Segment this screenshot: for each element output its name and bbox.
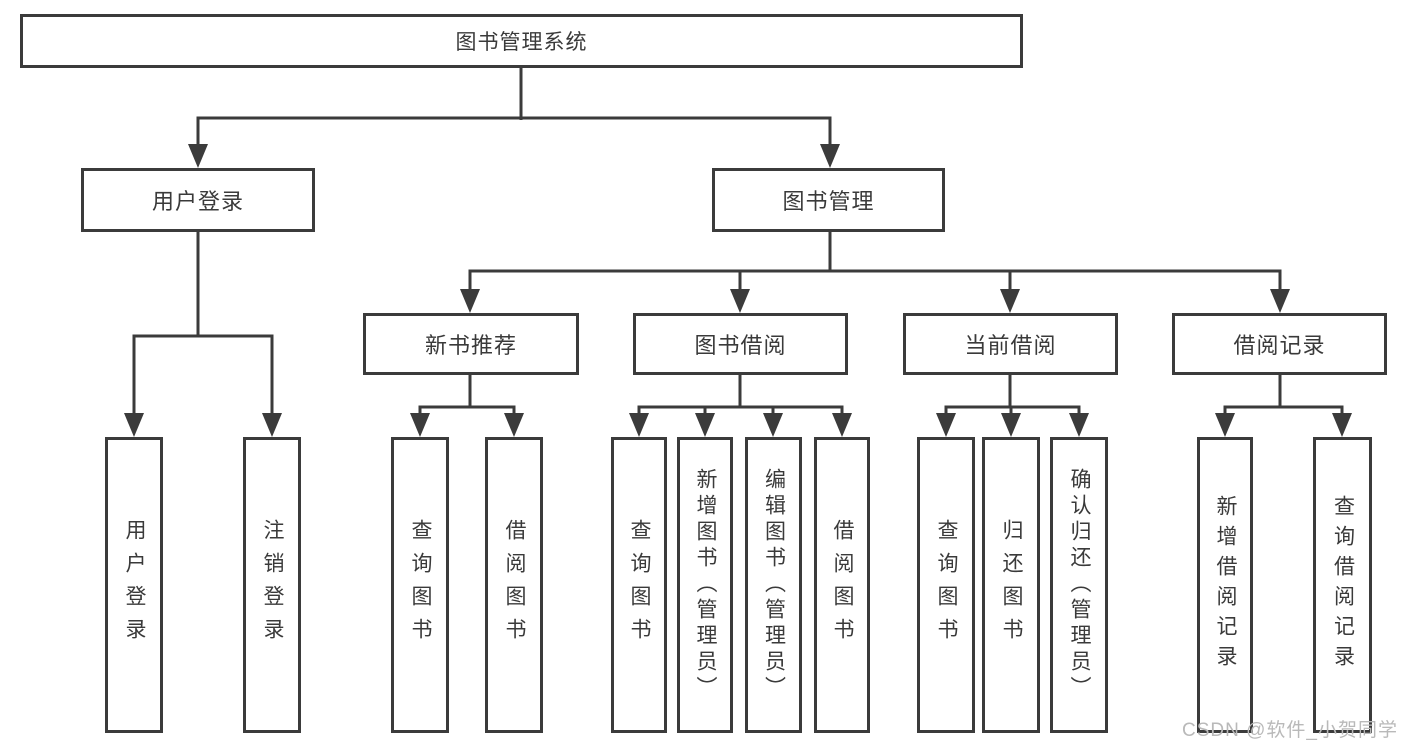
leaf-bb-add-books-admin: 新增图书（管理员） xyxy=(677,437,733,733)
leaf-logout: 注销登录 xyxy=(243,437,301,733)
leaf-br-add-record: 新增借阅记录 xyxy=(1197,437,1253,733)
leaf-cb-query-books: 查询图书 xyxy=(917,437,975,733)
leaf-cb-return-books: 归还图书 xyxy=(982,437,1040,733)
leaf-bb-query-books: 查询图书 xyxy=(611,437,667,733)
leaf-nbr-borrow-books: 借阅图书 xyxy=(485,437,543,733)
leaf-user-login: 用户登录 xyxy=(105,437,163,733)
borrow-records-node: 借阅记录 xyxy=(1172,313,1387,375)
leaf-br-query-record: 查询借阅记录 xyxy=(1313,437,1372,733)
leaf-bb-borrow-books: 借阅图书 xyxy=(814,437,870,733)
arrowhead-icons xyxy=(124,144,1352,437)
leaf-bb-edit-books-admin: 编辑图书（管理员） xyxy=(745,437,802,733)
new-book-rec-node: 新书推荐 xyxy=(363,313,579,375)
connector-lines xyxy=(132,68,1344,415)
watermark-text: CSDN @软件_小贺同学 xyxy=(1182,720,1398,741)
leaf-cb-confirm-return-admin: 确认归还（管理员） xyxy=(1050,437,1108,733)
leaf-nbr-query-books: 查询图书 xyxy=(391,437,449,733)
user-login-node: 用户登录 xyxy=(81,168,315,232)
book-borrow-node: 图书借阅 xyxy=(633,313,848,375)
root-node-system-title: 图书管理系统 xyxy=(20,14,1023,68)
current-borrow-node: 当前借阅 xyxy=(903,313,1118,375)
book-mgmt-node: 图书管理 xyxy=(712,168,945,232)
